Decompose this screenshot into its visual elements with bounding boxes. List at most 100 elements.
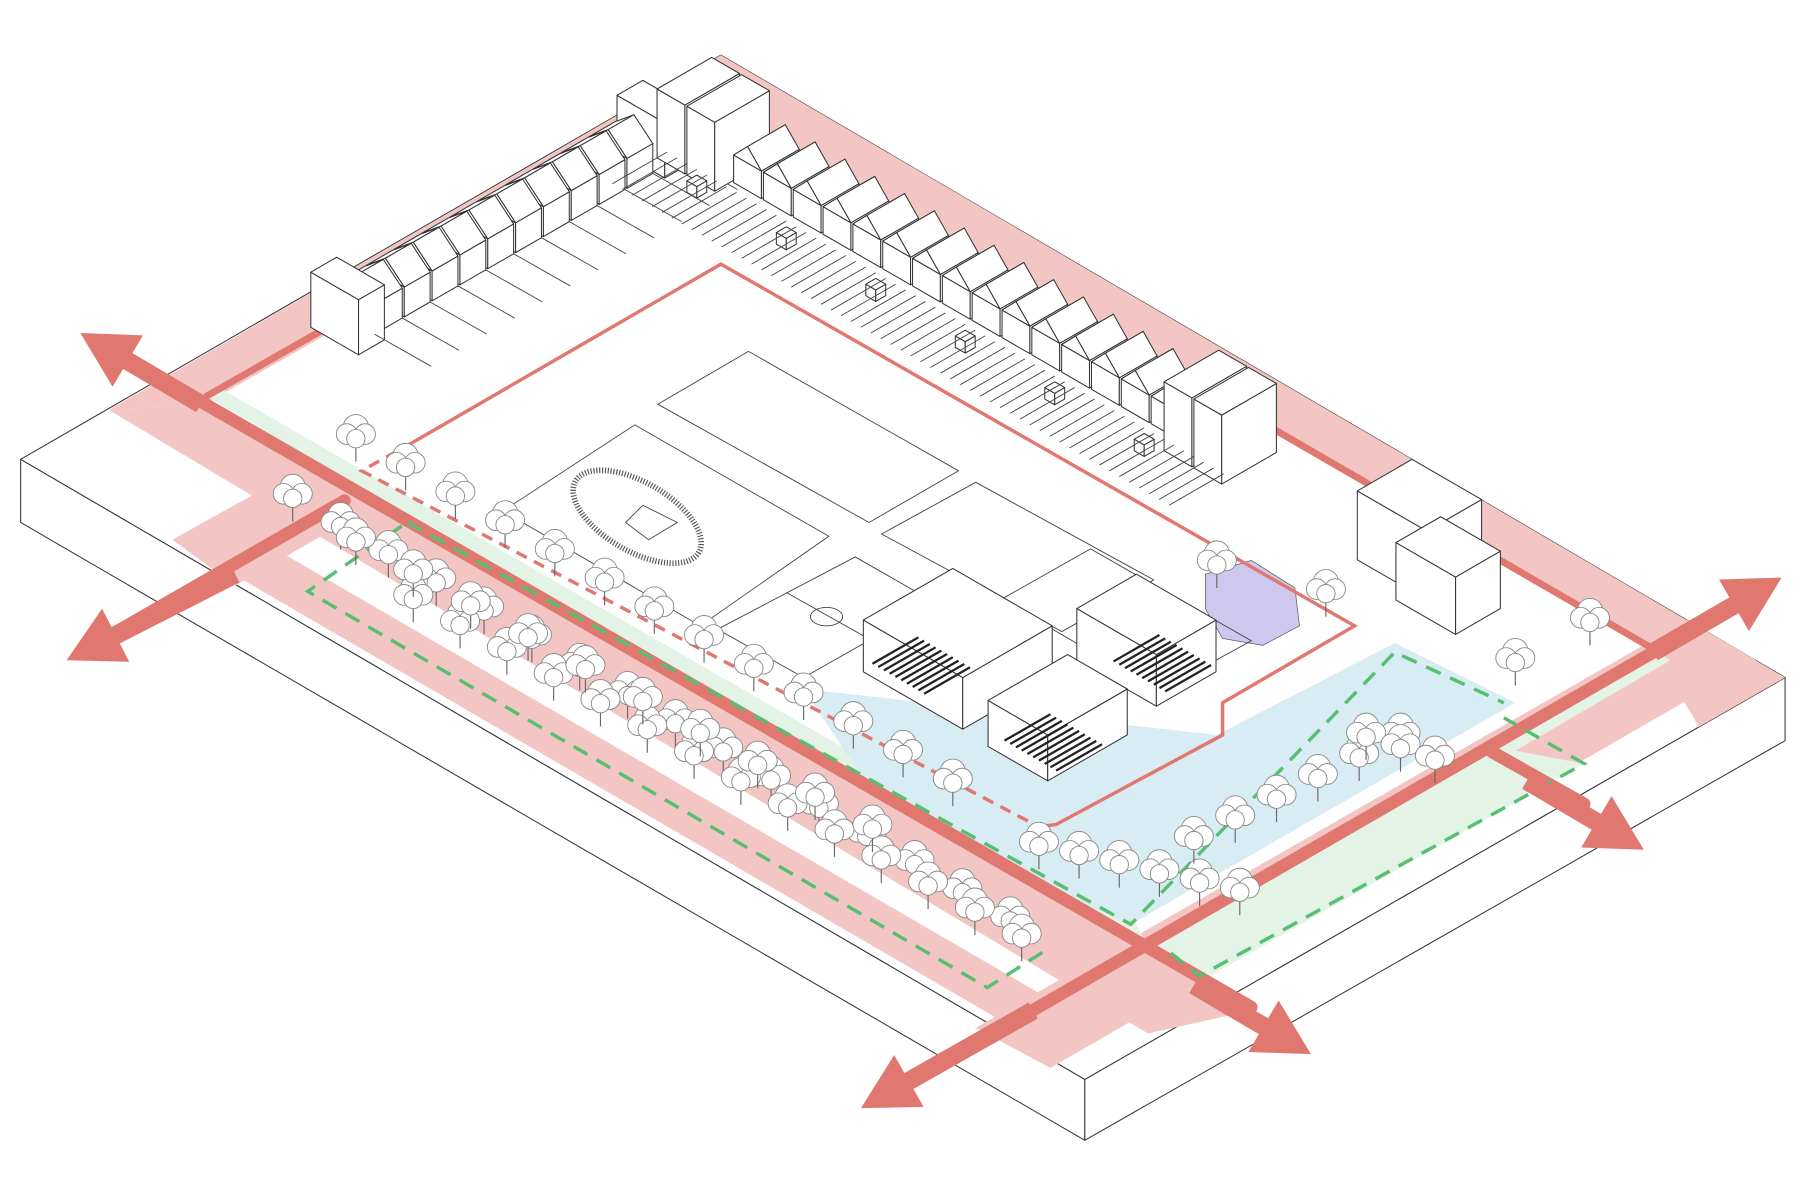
tree (435, 471, 476, 520)
parking-line (890, 312, 946, 345)
arrow (1648, 577, 1782, 661)
parking-line (622, 157, 678, 190)
tree (1196, 540, 1237, 588)
tree (833, 701, 874, 749)
parking-line (810, 266, 867, 299)
tree (385, 442, 426, 491)
tree (1414, 735, 1455, 784)
garden-divider (429, 301, 488, 335)
movement-arrows (66, 333, 1782, 1109)
solar-panel-row (1147, 654, 1195, 683)
roof (1193, 366, 1277, 416)
tree (1256, 774, 1297, 823)
parking-line (761, 237, 817, 271)
tree-crown (544, 667, 564, 688)
tree-crown (1316, 584, 1336, 604)
gable-end (792, 180, 822, 207)
tree-crown (497, 641, 517, 662)
parking-line (641, 168, 698, 202)
gable-end (1001, 301, 1031, 327)
parking-line (950, 346, 1006, 380)
tree-crown (1425, 750, 1445, 770)
tree (272, 473, 313, 522)
roof (1163, 349, 1248, 399)
tree-crown (893, 744, 913, 765)
gable-end (1031, 318, 1061, 344)
tree (733, 643, 774, 692)
tree-crown (644, 601, 664, 621)
solar-panel-row (1158, 660, 1206, 690)
arrow (1189, 977, 1311, 1055)
tree-crown (518, 628, 538, 648)
parking-line (681, 191, 737, 225)
school-wing (1076, 573, 1217, 707)
solar-panel-row (1049, 739, 1097, 769)
parking-line (1059, 410, 1115, 443)
court-circle (810, 607, 844, 627)
tree-crown (450, 615, 470, 636)
parking-line (741, 226, 797, 259)
parking-line (781, 249, 837, 282)
tree (584, 557, 625, 606)
tree-crown (395, 457, 416, 478)
solar-panel-row (1118, 637, 1166, 666)
parking-line (612, 151, 668, 185)
tree (335, 517, 376, 565)
house (1031, 296, 1098, 372)
tree-crown (461, 596, 481, 616)
shed (775, 226, 797, 251)
main-road (131, 358, 1258, 1014)
tree-crown (403, 564, 423, 584)
tree-crown (862, 819, 883, 839)
tree (954, 887, 995, 936)
roof (686, 74, 770, 123)
parking-line (840, 283, 896, 317)
tree-crown (761, 770, 781, 790)
tree (565, 645, 606, 693)
tree-crown (1149, 864, 1170, 884)
parking-line (701, 203, 757, 236)
solar-panel-row (1032, 729, 1080, 759)
gable-end (1120, 369, 1150, 396)
tree-crown (346, 429, 366, 449)
gable-end (733, 146, 762, 172)
solar-panel-row (889, 646, 937, 675)
solar-panel-row (894, 649, 942, 679)
tree-crown (545, 543, 565, 564)
tree (634, 586, 675, 634)
solar-panels (1112, 634, 1212, 693)
tree-crown (445, 486, 465, 506)
solar-panel-row (877, 639, 925, 669)
house (1193, 366, 1277, 485)
parking-line (671, 186, 727, 219)
running-track (570, 467, 704, 567)
tree-crown (1012, 928, 1032, 948)
solar-panel-row (1009, 716, 1057, 745)
parking-line (870, 301, 926, 334)
tree (508, 613, 549, 661)
tree (450, 581, 491, 629)
solar-panel-row (1038, 733, 1086, 762)
tree (485, 500, 526, 548)
tree (1099, 840, 1140, 888)
tree-crown (1069, 845, 1089, 866)
solar-panel-row (917, 662, 965, 692)
parking-line (930, 335, 986, 368)
tree-crown (1207, 555, 1227, 575)
shed (1133, 432, 1155, 457)
tree-crown (918, 876, 938, 896)
garden-divider (569, 221, 627, 255)
tree (1018, 821, 1059, 870)
solar-panel-row (1141, 650, 1189, 680)
house (852, 193, 920, 269)
parking-line (880, 306, 936, 340)
solar-panel-row (906, 656, 954, 685)
tree (1139, 849, 1180, 897)
tree-crown (778, 798, 798, 818)
solar-panel-row (1135, 647, 1183, 676)
solar-panels (1003, 713, 1103, 772)
parking-line (830, 278, 886, 311)
tree (1059, 830, 1100, 879)
parking-line (800, 260, 857, 294)
tree-crown (793, 687, 814, 707)
